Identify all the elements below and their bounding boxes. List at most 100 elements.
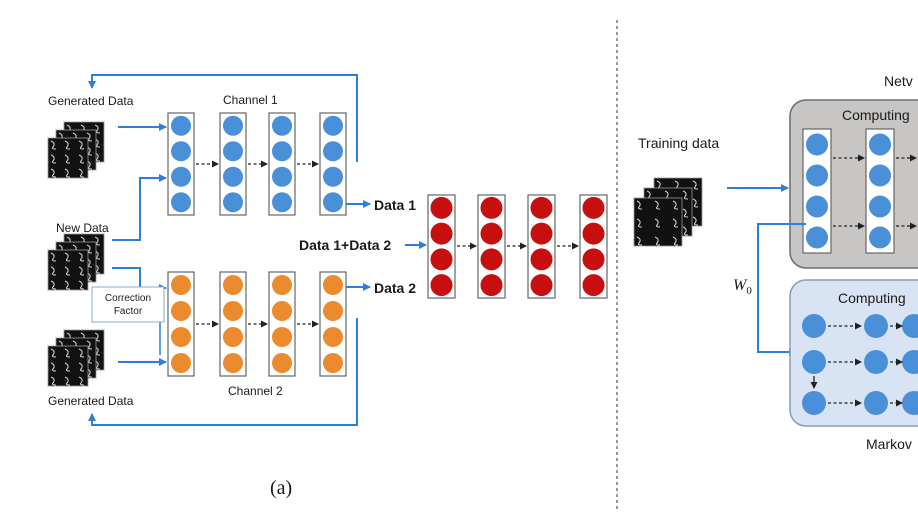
markov-node <box>802 350 826 374</box>
digit-stroke <box>78 348 85 358</box>
neuron-node <box>223 166 243 187</box>
digit-stroke <box>682 190 689 200</box>
neuron-node <box>323 115 343 136</box>
digit-stroke <box>50 266 57 276</box>
digit-stroke <box>64 362 71 372</box>
digit-stroke <box>94 360 101 370</box>
neuron-node <box>806 164 828 187</box>
new-data-label: New Data <box>56 221 109 235</box>
neuron-node <box>530 248 553 271</box>
channel1-layer-1 <box>167 112 195 216</box>
digit-stroke <box>86 354 93 364</box>
computing-layer-2 <box>865 128 895 254</box>
computing-box-bottom <box>789 279 918 427</box>
neuron-node <box>171 301 191 321</box>
channel1-layer-4 <box>319 112 347 216</box>
digit-stroke <box>50 280 57 290</box>
digit-stroke <box>64 154 71 164</box>
neuron-node <box>806 195 828 218</box>
digit-stroke <box>86 340 93 350</box>
right-panel-title: Netv <box>884 73 913 89</box>
digit-stroke <box>86 160 93 170</box>
computing-layer-1 <box>802 128 832 254</box>
combined-layer-3 <box>527 194 556 299</box>
digit-stroke <box>64 140 71 150</box>
digit-stroke <box>50 168 57 178</box>
neuron-node <box>323 141 343 162</box>
digit-stroke <box>94 250 101 260</box>
neuron-node <box>480 248 503 271</box>
neuron-node <box>323 327 343 347</box>
digit-stroke <box>654 200 661 210</box>
arrow-new-to-channel2 <box>112 267 167 292</box>
neuron-node <box>869 164 891 187</box>
channel2-label: Channel 2 <box>228 384 283 398</box>
right-panel: Netv Training data Computing W0 Computin… <box>633 73 918 452</box>
digit-stroke <box>672 236 679 246</box>
digit-stroke <box>64 252 71 262</box>
digit-stroke <box>94 264 101 274</box>
channel1-network <box>167 112 347 216</box>
digit-stroke <box>86 258 93 268</box>
data-sum-label: Data 1+Data 2 <box>299 237 391 253</box>
neuron-node <box>323 192 343 213</box>
digit-stroke <box>78 376 85 386</box>
digit-stroke <box>64 266 71 276</box>
neuron-node <box>272 275 292 295</box>
combined-layer-2 <box>477 194 506 299</box>
caption-a: (a) <box>270 477 292 499</box>
neuron-node <box>582 196 605 219</box>
markov-node <box>802 314 826 338</box>
neuron-node <box>480 222 503 245</box>
neuron-node <box>171 275 191 295</box>
digit-stroke <box>86 272 93 282</box>
weight-label: W0 <box>733 277 752 297</box>
digit-stroke <box>64 168 71 178</box>
neuron-node <box>171 166 191 187</box>
markov-node <box>864 391 888 415</box>
digit-stroke <box>64 348 71 358</box>
digit-stroke <box>682 208 689 218</box>
neuron-node <box>171 327 191 347</box>
combined-layer-1 <box>427 194 456 299</box>
training-data-label: Training data <box>638 135 719 151</box>
neuron-node <box>430 196 453 219</box>
digit-stroke <box>86 244 93 254</box>
digit-stroke <box>50 252 57 262</box>
correction-factor-box <box>91 286 165 323</box>
neuron-node <box>530 222 553 245</box>
digit-stroke <box>64 280 71 290</box>
neuron-node <box>223 301 243 321</box>
combined-layer-4 <box>579 194 608 299</box>
generated-data-top-stack <box>47 121 105 179</box>
digit-stroke <box>636 236 643 246</box>
digit-stroke <box>78 280 85 290</box>
neuron-node <box>171 353 191 373</box>
digit-stroke <box>692 180 699 190</box>
digit-stroke <box>78 154 85 164</box>
channel1-label: Channel 1 <box>223 93 278 107</box>
digit-stroke <box>78 252 85 262</box>
channel2-layer-4 <box>319 271 347 377</box>
neuron-node <box>272 192 292 213</box>
neuron-node <box>430 274 453 297</box>
neuron-node <box>480 274 503 297</box>
bottom-feedback-arrow <box>88 318 358 426</box>
neuron-node <box>869 133 891 156</box>
channel1-layer-3 <box>268 112 296 216</box>
digit-stroke <box>672 200 679 210</box>
digit-stroke <box>682 226 689 236</box>
neuron-node <box>223 275 243 295</box>
top-feedback-arrow <box>88 74 358 162</box>
markov-label: Markov <box>866 436 912 452</box>
training-data-stack <box>633 177 703 247</box>
markov-node <box>902 391 918 415</box>
digit-stroke <box>94 152 101 162</box>
computing-network-top <box>802 128 917 254</box>
correction-factor-label-line1: Correction <box>105 293 151 304</box>
digit-stroke <box>50 140 57 150</box>
neuron-node <box>530 196 553 219</box>
neuron-node <box>171 141 191 162</box>
neuron-node <box>582 222 605 245</box>
